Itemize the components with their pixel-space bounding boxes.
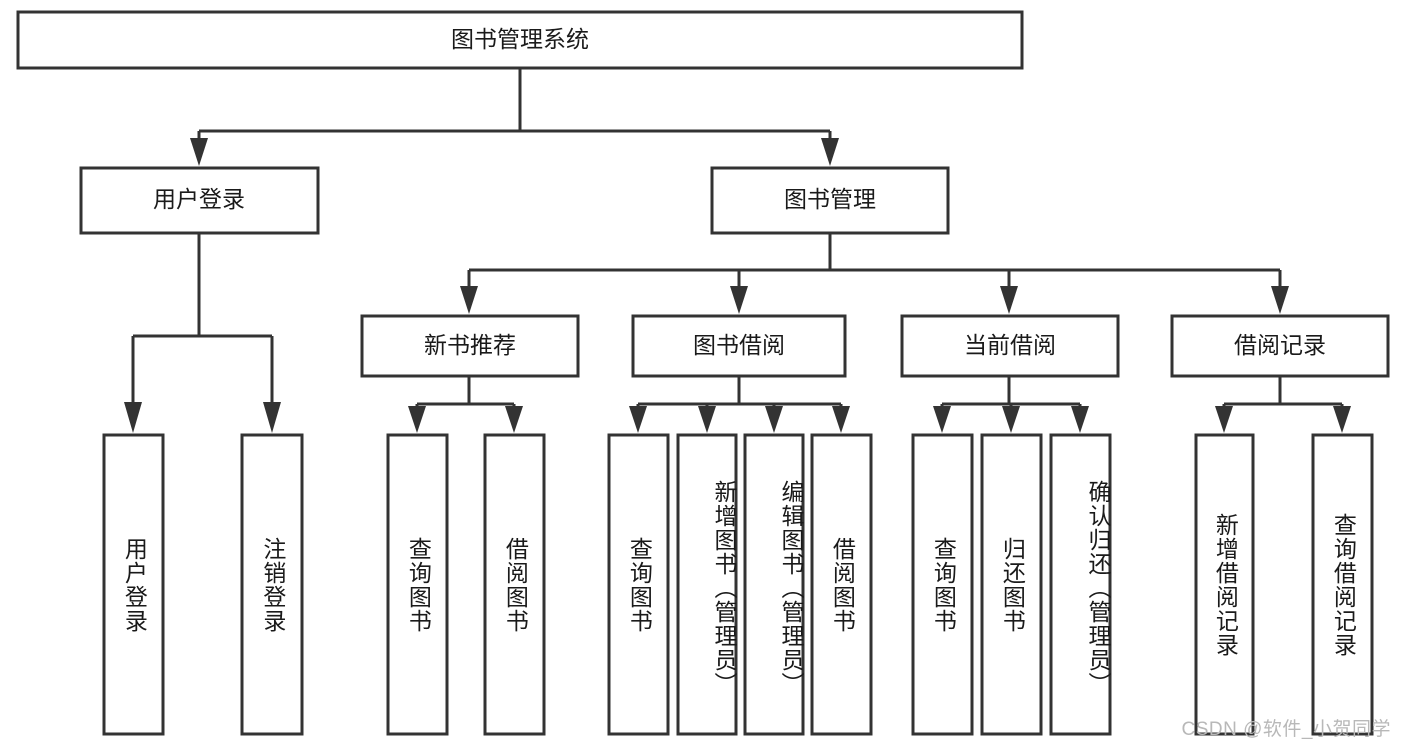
node-label-leaf-current-confirm-return: 确认归还（管理员） — [1085, 479, 1111, 696]
node-leaf-new-query-book[interactable] — [386, 433, 449, 736]
node-label-leaf-user-logout: 注销登录 — [259, 536, 286, 633]
node-leaf-record-add[interactable] — [1194, 433, 1255, 736]
arrow-head-icon-book-borrow — [730, 286, 748, 314]
arrow-head-icon-leaf-r-add — [1215, 406, 1233, 433]
arrow-head-icon-user-login — [190, 138, 208, 166]
arrow-head-icon-leaf-new-query — [408, 406, 426, 433]
node-label-leaf-user-login: 用户登录 — [121, 536, 148, 633]
node-leaf-borrow-add-book[interactable] — [676, 433, 738, 736]
nodes-layer: 图书管理系统 用户登录 图书管理 新书推荐 图书借阅 当前借阅 借阅记录 — [16, 10, 1390, 736]
node-leaf-borrow-borrow-book[interactable] — [810, 433, 873, 736]
node-label-leaf-borrow-borrow-book: 借阅图书 — [829, 536, 856, 633]
node-leaf-user-login[interactable] — [102, 433, 165, 736]
arrow-head-icon-borrow-record — [1271, 286, 1289, 314]
node-leaf-current-return-book[interactable] — [980, 433, 1043, 736]
node-leaf-borrow-edit-book[interactable] — [743, 433, 805, 736]
node-label-borrow-record: 借阅记录 — [1234, 332, 1326, 358]
arrow-head-icon-leaf-c-confirm — [1071, 406, 1089, 433]
node-label-leaf-current-return-book: 归还图书 — [999, 536, 1026, 633]
arrow-head-icon-leaf-c-query — [933, 406, 951, 433]
arrow-head-icon-leaf-b-borrow — [832, 406, 850, 433]
node-label-leaf-current-query-book: 查询图书 — [930, 536, 957, 633]
node-root-system[interactable] — [16, 10, 1024, 70]
arrow-head-icon-new-book — [460, 286, 478, 314]
node-leaf-borrow-query-book[interactable] — [607, 433, 670, 736]
node-label-leaf-borrow-edit-book: 编辑图书（管理员） — [778, 479, 804, 696]
node-borrow-record[interactable] — [1170, 314, 1390, 378]
node-label-leaf-new-query-book: 查询图书 — [405, 536, 432, 633]
arrow-head-icon-leaf-b-add — [698, 406, 716, 433]
arrow-head-icon-book-mgmt — [821, 138, 839, 166]
node-new-book-recommend[interactable] — [360, 314, 580, 378]
node-label-book-management: 图书管理 — [784, 186, 876, 212]
node-label-leaf-new-borrow-book: 借阅图书 — [502, 536, 529, 633]
node-leaf-new-borrow-book[interactable] — [483, 433, 546, 736]
node-leaf-record-query[interactable] — [1311, 433, 1374, 736]
node-label-leaf-record-add: 新增借阅记录 — [1212, 512, 1239, 657]
node-label-current-borrow: 当前借阅 — [964, 332, 1056, 358]
connectors-layer — [124, 68, 1351, 433]
node-book-management[interactable] — [710, 166, 950, 235]
arrow-head-icon-leaf-c-return — [1002, 406, 1020, 433]
node-label-leaf-record-query: 查询借阅记录 — [1330, 512, 1357, 657]
node-label-leaf-borrow-add-book: 新增图书（管理员） — [711, 479, 737, 696]
node-label-book-borrow: 图书借阅 — [693, 332, 785, 358]
node-leaf-current-query-book[interactable] — [911, 433, 974, 736]
arrow-head-icon-current-borrow — [1000, 286, 1018, 314]
node-user-login[interactable] — [79, 166, 320, 235]
node-label-leaf-borrow-query-book: 查询图书 — [626, 536, 653, 633]
arrow-head-icon-leaf-new-borrow — [505, 406, 523, 433]
arrow-head-icon-leaf-user-login — [124, 402, 142, 433]
node-label-root-system: 图书管理系统 — [451, 26, 589, 52]
node-leaf-current-confirm-return[interactable] — [1049, 433, 1112, 736]
node-label-new-book-recommend: 新书推荐 — [424, 332, 516, 358]
arrow-head-icon-leaf-b-query — [629, 406, 647, 433]
arrow-head-icon-leaf-b-edit — [765, 406, 783, 433]
node-leaf-user-logout[interactable] — [240, 433, 304, 736]
arrow-head-icon-leaf-user-logout — [263, 402, 281, 433]
node-label-user-login: 用户登录 — [153, 186, 245, 212]
arrow-head-icon-leaf-r-query — [1333, 406, 1351, 433]
node-current-borrow[interactable] — [900, 314, 1120, 378]
node-book-borrow[interactable] — [631, 314, 847, 378]
